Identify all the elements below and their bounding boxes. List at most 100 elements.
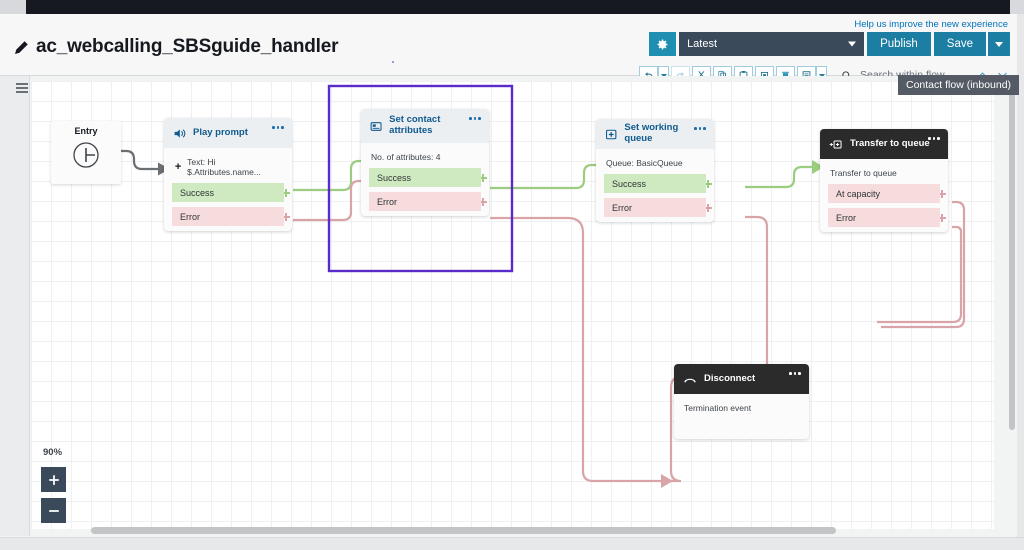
node-port-error[interactable]: Error bbox=[828, 208, 946, 227]
page-right-gutter bbox=[1017, 14, 1024, 550]
gear-icon bbox=[657, 39, 668, 49]
chevron-down-icon bbox=[995, 41, 1003, 47]
node-body: + Text: Hi $.Attributes.name... bbox=[164, 148, 292, 183]
node-body: Queue: BasicQueue bbox=[596, 149, 714, 174]
horizontal-scrollbar[interactable] bbox=[31, 527, 994, 535]
canvas-shell: Entry Play prompt + Te bbox=[0, 76, 1024, 536]
node-port-label: Error bbox=[836, 212, 856, 223]
page-title: ac_webcalling_SBSguide_handler bbox=[36, 36, 339, 57]
entry-port-icon bbox=[73, 142, 99, 168]
entry-node[interactable]: Entry bbox=[51, 121, 121, 184]
vertical-scrollbar[interactable] bbox=[1008, 76, 1017, 528]
canvas-left-rail bbox=[0, 76, 30, 536]
node-port-error[interactable]: Error bbox=[172, 207, 290, 226]
node-body: Transfer to queue bbox=[820, 159, 948, 184]
port-connector-icon[interactable] bbox=[706, 203, 714, 212]
queue-icon bbox=[606, 129, 617, 139]
node-body-text: Queue: BasicQueue bbox=[606, 158, 683, 168]
node-set-contact-attributes[interactable]: Set contact attributes No. of attributes… bbox=[361, 109, 489, 216]
node-header[interactable]: Play prompt bbox=[164, 118, 292, 148]
node-body-text: Termination event bbox=[684, 403, 752, 413]
node-transfer-to-queue[interactable]: Transfer to queue Transfer to queue At c… bbox=[820, 129, 948, 232]
port-connector-icon[interactable] bbox=[706, 179, 714, 188]
node-port-success[interactable]: Success bbox=[604, 174, 712, 193]
plus-icon bbox=[48, 474, 59, 485]
vertical-scrollbar-thumb[interactable] bbox=[1009, 80, 1015, 430]
zoom-in-button[interactable] bbox=[41, 467, 66, 492]
hamburger-icon[interactable] bbox=[16, 83, 28, 95]
node-header[interactable]: Transfer to queue bbox=[820, 129, 948, 159]
header-actions-row: Latest Publish Save bbox=[649, 32, 1010, 56]
node-port-label: Error bbox=[612, 202, 632, 213]
minus-icon bbox=[48, 509, 59, 512]
node-port-label: Success bbox=[612, 178, 647, 189]
node-header[interactable]: Set working queue bbox=[596, 119, 714, 149]
horizontal-scrollbar-thumb[interactable] bbox=[91, 527, 836, 534]
console-top-bar bbox=[0, 0, 1024, 14]
node-disconnect[interactable]: Disconnect Termination event bbox=[674, 364, 809, 439]
save-dropdown-button[interactable] bbox=[988, 32, 1010, 56]
chevron-down-icon bbox=[848, 41, 857, 47]
node-menu-icon[interactable] bbox=[789, 372, 801, 375]
node-port-error[interactable]: Error bbox=[369, 192, 487, 211]
version-select[interactable]: Latest bbox=[679, 32, 865, 56]
publish-button[interactable]: Publish bbox=[867, 32, 931, 56]
node-header[interactable]: Set contact attributes bbox=[361, 109, 489, 143]
node-port-success[interactable]: Success bbox=[172, 183, 290, 202]
transfer-icon bbox=[829, 139, 842, 149]
node-menu-icon[interactable] bbox=[272, 126, 284, 129]
node-body-text: No. of attributes: 4 bbox=[371, 152, 441, 162]
node-play-prompt[interactable]: Play prompt + Text: Hi $.Attributes.name… bbox=[164, 118, 292, 231]
help-improve-link[interactable]: Help us improve the new experience bbox=[854, 19, 1008, 30]
flow-title-group[interactable]: ac_webcalling_SBSguide_handler bbox=[14, 36, 339, 58]
chevron-down-icon bbox=[818, 73, 825, 78]
contact-flow-type-tooltip: Contact flow (inbound) bbox=[898, 75, 1020, 95]
node-port-label: Error bbox=[377, 196, 397, 207]
node-body: No. of attributes: 4 bbox=[361, 143, 489, 168]
flow-header: Help us improve the new experience ac_we… bbox=[0, 14, 1024, 85]
node-title: Play prompt bbox=[193, 126, 248, 138]
port-connector-icon[interactable] bbox=[284, 212, 292, 221]
zoom-level-label: 90% bbox=[43, 447, 63, 458]
node-body: Termination event bbox=[674, 394, 809, 439]
port-connector-icon[interactable] bbox=[481, 197, 489, 206]
node-title: Set working queue bbox=[624, 122, 679, 144]
node-port-success[interactable]: Success bbox=[369, 168, 487, 187]
node-title: Disconnect bbox=[704, 372, 756, 384]
chevron-down-icon bbox=[660, 73, 667, 78]
port-connector-icon[interactable] bbox=[940, 213, 948, 222]
node-title: Set contact attributes bbox=[389, 114, 441, 136]
attributes-icon bbox=[370, 121, 382, 131]
console-top-bar-left-gap bbox=[0, 0, 26, 14]
console-top-bar-right-gap bbox=[1010, 0, 1024, 14]
node-port-label: Success bbox=[180, 187, 215, 198]
port-connector-icon[interactable] bbox=[940, 189, 948, 198]
version-select-value: Latest bbox=[687, 38, 718, 50]
zoom-out-button[interactable] bbox=[41, 498, 66, 523]
node-port-label: At capacity bbox=[836, 188, 881, 199]
flow-canvas[interactable]: Entry Play prompt + Te bbox=[31, 81, 994, 529]
node-port-error[interactable]: Error bbox=[604, 198, 712, 217]
entry-node-label: Entry bbox=[74, 126, 98, 136]
node-set-working-queue[interactable]: Set working queue Queue: BasicQueue Succ… bbox=[596, 119, 714, 222]
node-port-label: Success bbox=[377, 172, 412, 183]
node-port-at-capacity[interactable]: At capacity bbox=[828, 184, 946, 203]
page-bottom-gutter bbox=[0, 537, 1024, 550]
node-header[interactable]: Disconnect bbox=[674, 364, 809, 394]
title-marker-dot bbox=[392, 61, 394, 63]
node-menu-icon[interactable] bbox=[928, 137, 940, 140]
node-title: Transfer to queue bbox=[850, 137, 930, 149]
node-body-text: Transfer to queue bbox=[830, 168, 897, 178]
port-connector-icon[interactable] bbox=[284, 188, 292, 197]
node-menu-icon[interactable] bbox=[469, 117, 481, 120]
save-button[interactable]: Save bbox=[933, 32, 986, 56]
node-menu-icon[interactable] bbox=[694, 127, 706, 130]
speaker-icon bbox=[174, 128, 186, 138]
pencil-icon[interactable] bbox=[14, 40, 29, 55]
plus-icon: + bbox=[174, 160, 182, 173]
port-connector-icon[interactable] bbox=[481, 173, 489, 182]
hangup-icon bbox=[684, 378, 696, 383]
node-body-text: Text: Hi $.Attributes.name... bbox=[187, 157, 261, 177]
gear-icon-button[interactable] bbox=[649, 32, 677, 56]
